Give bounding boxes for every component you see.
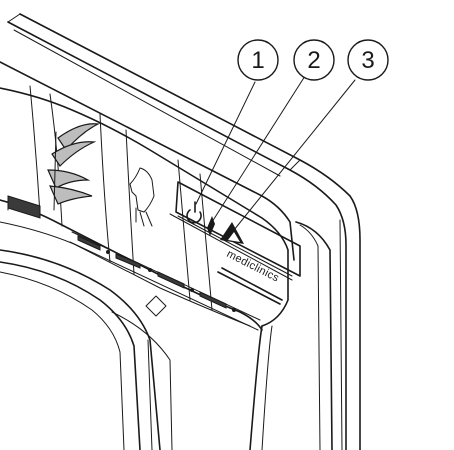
airflow-arrows-icon	[47, 123, 101, 211]
hand-icon	[129, 167, 155, 227]
nozzle-bowl	[0, 249, 173, 450]
callout-3-number: 3	[361, 47, 374, 74]
control-panel	[169, 181, 301, 305]
sensor-range-icon[interactable]	[220, 222, 244, 244]
top-face	[7, 13, 301, 171]
callout-3: 3	[347, 39, 389, 81]
diamond-marker-icon	[145, 295, 167, 317]
housing-outline	[0, 13, 361, 450]
vent-strip	[69, 231, 261, 331]
callout-2-number: 2	[307, 47, 320, 74]
callout-1-number: 1	[251, 47, 264, 74]
callout-1: 1	[237, 39, 279, 81]
power-icon[interactable]	[186, 201, 202, 224]
leader-lines	[195, 75, 356, 231]
callout-2: 2	[293, 39, 335, 81]
left-slot	[7, 195, 41, 219]
